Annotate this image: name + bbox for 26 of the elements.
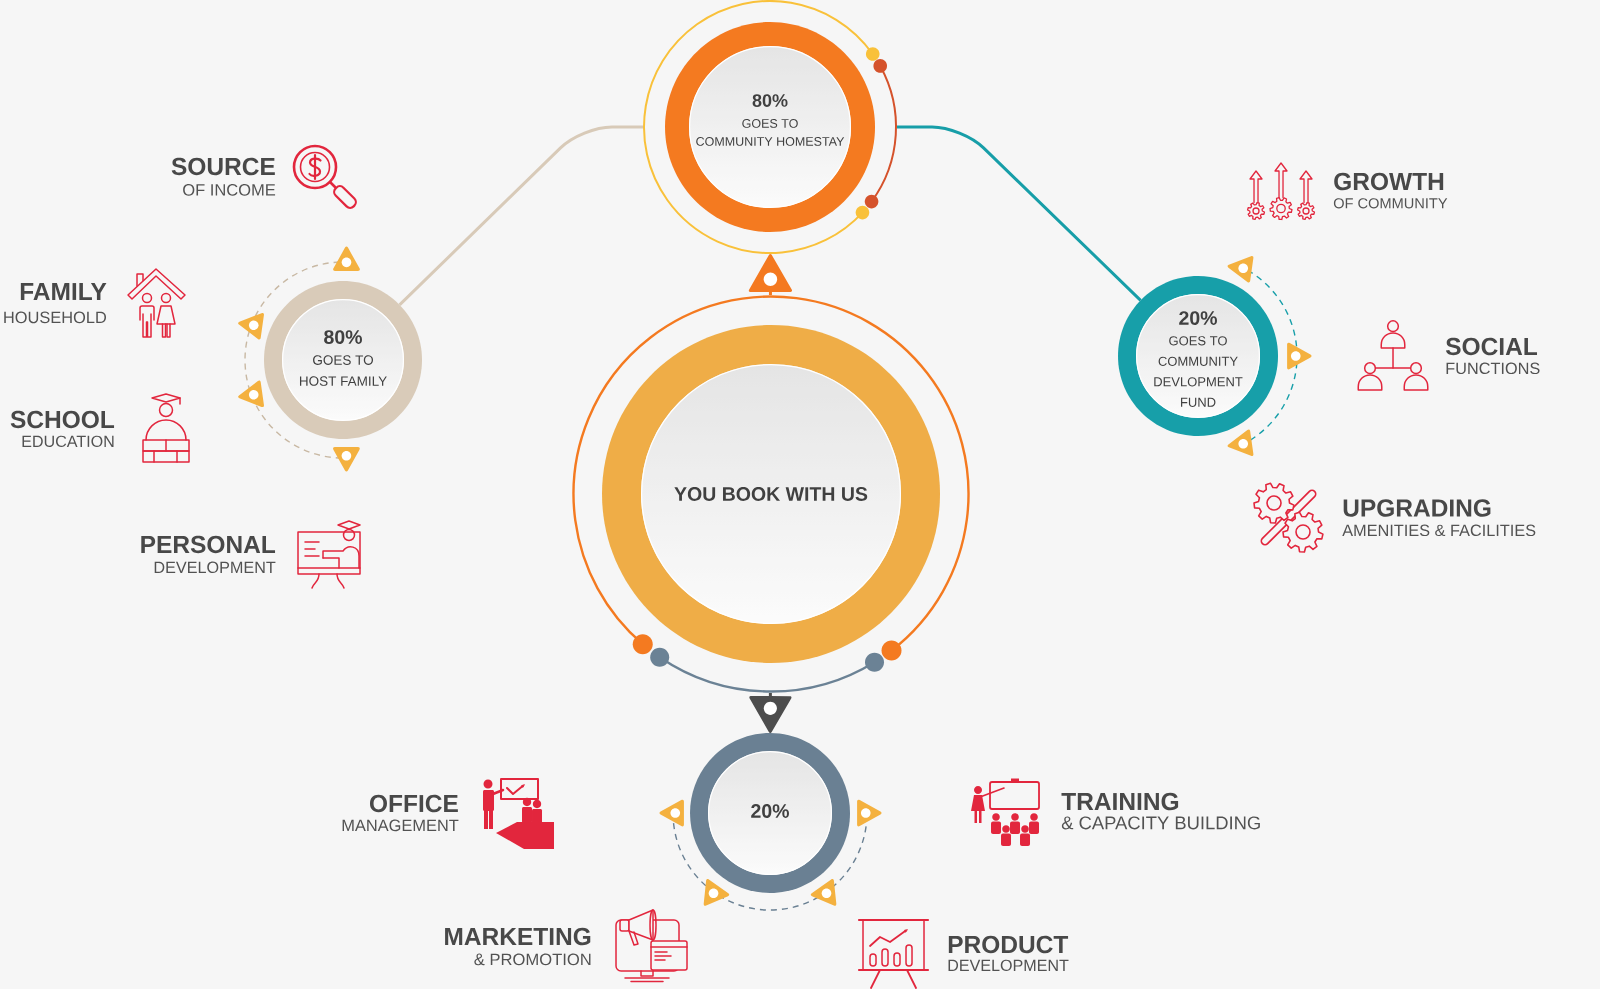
heading: TRAINING [1061,792,1179,811]
triangle-arrow [749,693,792,733]
triangle-arrow [748,254,793,295]
subheading: & CAPACITY BUILDING [1061,816,1260,830]
heading: FAMILY [20,283,107,300]
heading: MARKETING [445,927,591,946]
subheading: MANAGEMENT [342,819,459,832]
heading: SCHOOL [10,410,115,429]
subheading: EDUCATION [22,435,114,448]
subheading: AMENITIES & FACILITIES [1342,524,1536,537]
heading: PRODUCT [948,935,1069,954]
subheading: DEVELOPMENT [154,561,276,574]
subheading: & PROMOTION [474,953,591,966]
subheading: FUNCTIONS [1446,362,1540,375]
subheading: OF COMMUNITY [1333,198,1448,209]
heading: SOURCE [171,157,275,176]
subheading: HOUSEHOLD [4,311,106,324]
subheading: OF INCOME [183,184,276,196]
subheading: DEVELOPMENT [948,959,1069,972]
heading: GROWTH [1334,172,1444,191]
heading: OFFICE [370,794,458,813]
heading: UPGRADING [1343,499,1491,517]
connector-line [897,125,1142,302]
heading: PERSONAL [141,535,276,554]
connector-line [398,125,643,306]
heading: SOCIAL [1445,337,1537,356]
